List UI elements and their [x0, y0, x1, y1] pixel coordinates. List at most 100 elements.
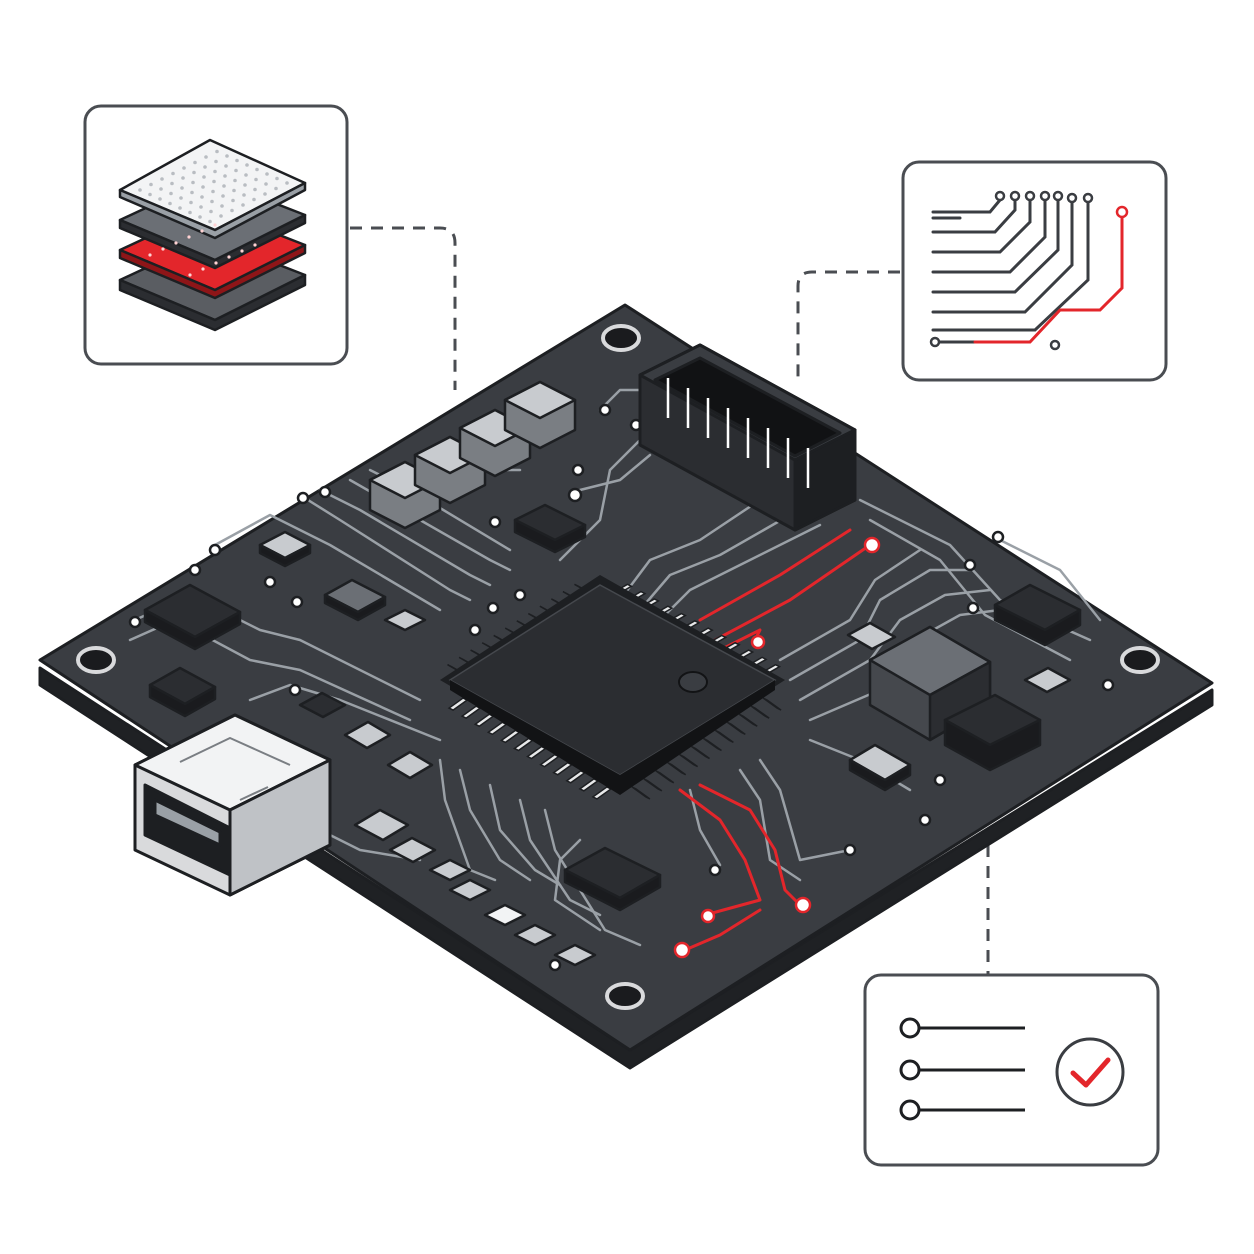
resistor-5	[343, 720, 392, 750]
header-pins	[666, 378, 810, 488]
red-layer-dots	[148, 223, 257, 277]
silkscreen-dot	[198, 215, 202, 219]
silkscreen-dot	[200, 195, 204, 199]
silkscreen-dot	[138, 188, 142, 192]
silkscreen-dot	[201, 185, 205, 189]
resistor-14	[846, 621, 897, 651]
chip-pin	[714, 729, 734, 744]
red-layer-dot	[188, 273, 192, 277]
highlight-traces	[678, 528, 872, 952]
silkscreen-dot	[210, 199, 214, 204]
red-layer-dot	[187, 235, 191, 239]
resistor-4	[298, 691, 347, 719]
resistor-10	[448, 878, 492, 902]
silkscreen-dot	[219, 214, 223, 218]
silkscreen-dot	[215, 149, 219, 154]
silkscreen-dot	[223, 174, 227, 178]
red-layer-dot	[227, 255, 231, 259]
silkscreen-dot	[182, 166, 186, 170]
silkscreen-dot	[242, 193, 246, 197]
resistor-8	[388, 836, 437, 864]
chip-pin	[750, 705, 770, 719]
mounting-holes	[76, 324, 1160, 1010]
silkscreen-dot	[234, 168, 238, 173]
silkscreen-dots	[138, 149, 289, 224]
highlight-route	[973, 210, 1124, 344]
callout-lines	[350, 226, 990, 975]
chip-pin	[655, 770, 675, 784]
red-layer-dot	[213, 223, 217, 227]
silkscreen-dot	[204, 155, 208, 159]
silkscreen-dot	[168, 201, 172, 206]
silkscreen-dot	[264, 182, 268, 186]
silkscreen-dot	[253, 187, 257, 192]
circuit-routing-icon	[931, 198, 1124, 344]
ic-soic-left-2	[148, 666, 217, 718]
silkscreen-dot	[232, 188, 236, 193]
silkscreen-dot	[211, 189, 215, 194]
silkscreen-dot	[244, 173, 248, 177]
chip-pin1-marker	[678, 671, 708, 693]
silkscreen-dot	[241, 203, 245, 207]
red-layer-dot	[200, 229, 204, 233]
silkscreen-dot	[171, 171, 175, 176]
silkscreen-dot	[192, 170, 196, 175]
pin-header-icon	[638, 343, 857, 532]
silkscreen-dot	[231, 198, 235, 203]
resistor-6	[386, 750, 434, 780]
ic-soic-left	[143, 583, 242, 651]
silkscreen-dot	[252, 197, 256, 202]
red-layer-dot	[214, 261, 218, 265]
resistor-9	[428, 858, 472, 882]
silkscreen-dot	[148, 192, 152, 197]
silkscreen-dot	[199, 205, 203, 209]
silkscreen-dot	[149, 182, 153, 187]
components	[143, 380, 1082, 967]
resistor-13	[553, 943, 597, 967]
chip-pin	[667, 762, 687, 776]
capacitor-block-4	[503, 380, 577, 450]
silkscreen-dot	[285, 181, 289, 185]
checklist-check-icon	[1055, 1037, 1125, 1107]
resistor-15	[848, 743, 912, 792]
silkscreen-dot	[245, 163, 249, 167]
silkscreen-dot	[212, 179, 216, 184]
ic-soic-top	[513, 503, 587, 554]
ic-soic-right	[993, 583, 1082, 647]
silkscreen-dot	[189, 200, 193, 205]
silkscreen-dot	[213, 169, 217, 174]
silkscreen-dot	[254, 177, 258, 182]
checklist-items	[899, 1017, 1025, 1121]
chip-pin	[691, 745, 710, 760]
chip-pin	[631, 786, 651, 800]
checklist-bullet-3	[899, 1099, 921, 1121]
chip-pin	[679, 753, 699, 768]
silkscreen-dot	[263, 192, 267, 196]
routing-card	[901, 160, 1168, 382]
resistor-11	[483, 903, 527, 927]
checklist-card	[863, 973, 1160, 1167]
silkscreen-dot	[179, 196, 183, 200]
chip-pin	[726, 721, 746, 735]
silkscreen-dot	[230, 208, 234, 213]
silkscreen-dot	[208, 219, 212, 224]
silkscreen-dot	[265, 172, 269, 176]
silkscreen-dot	[170, 181, 174, 186]
red-layer-dot	[253, 243, 257, 247]
red-layer-dot	[161, 247, 165, 251]
pcb-traces	[128, 388, 1102, 947]
silkscreen-dot	[233, 178, 237, 183]
silkscreen-dot	[169, 191, 173, 196]
silkscreen-dot	[243, 183, 247, 187]
silkscreen-dot	[191, 180, 195, 185]
silkscreen-dot	[188, 210, 192, 215]
chip-pin	[643, 778, 663, 792]
ic-soic-bottom	[563, 846, 662, 912]
callout-line-layers	[350, 226, 457, 390]
silkscreen-dot	[221, 194, 225, 198]
callout-line-routing	[796, 270, 900, 380]
silkscreen-dot	[158, 197, 162, 201]
routing-pads	[929, 190, 1129, 351]
silkscreen-dot	[225, 154, 229, 158]
